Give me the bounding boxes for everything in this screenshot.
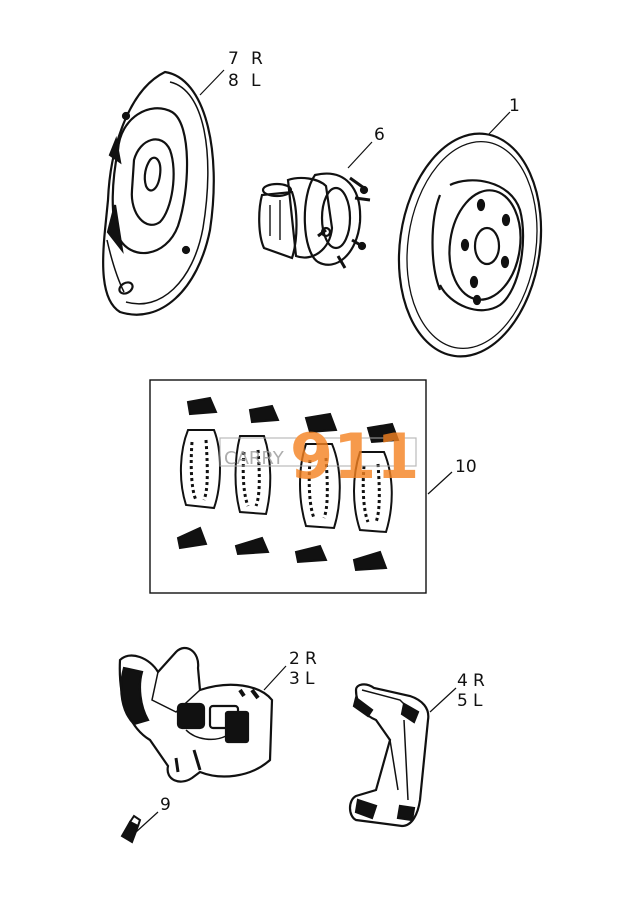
backing-plate-drawing[interactable] [102, 70, 215, 316]
watermark: CARRY 911 [219, 420, 419, 493]
callout-7: 7 [228, 49, 239, 69]
callout-8: 8 [228, 71, 239, 91]
callout-2-side: R [305, 649, 317, 669]
callout-4-side: R [473, 671, 485, 691]
callout-2: 2 [289, 649, 300, 669]
callout-3: 3 [289, 669, 300, 689]
callout-4: 4 [457, 671, 468, 691]
callout-7-side: R [251, 49, 263, 69]
leader-lines [135, 69, 511, 833]
callout-5: 5 [457, 691, 468, 711]
bleed-screw-drawing[interactable] [120, 814, 142, 844]
pad-kit-frame [149, 379, 427, 594]
brake-caliper-drawing[interactable] [118, 646, 274, 783]
watermark-number: 911 [290, 420, 419, 493]
callout-labels: 7 R 8 L 6 1 10 2 R 3 L 4 R 5 L 9 [160, 49, 520, 815]
callout-6: 6 [374, 125, 385, 145]
callout-9: 9 [160, 795, 171, 815]
callout-5-side: L [473, 691, 483, 711]
callout-8-side: L [251, 71, 261, 91]
callout-3-side: L [305, 669, 315, 689]
brake-disc-drawing[interactable] [385, 124, 555, 365]
callout-10: 10 [455, 457, 477, 477]
watermark-text: CARRY [224, 448, 285, 469]
callout-1: 1 [509, 96, 520, 116]
wheel-hub-drawing[interactable] [258, 172, 371, 269]
caliper-carrier-drawing[interactable] [348, 683, 430, 828]
